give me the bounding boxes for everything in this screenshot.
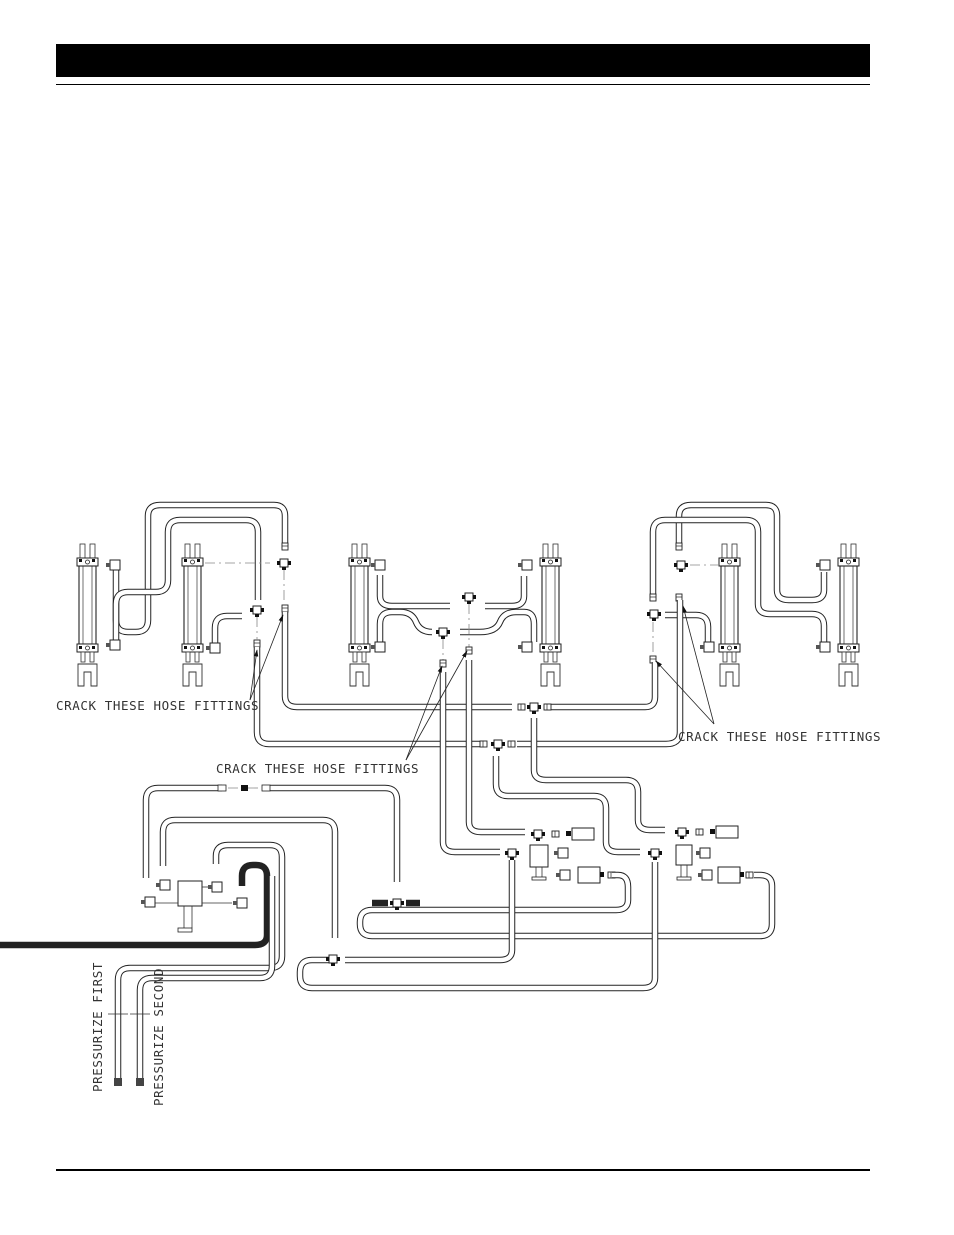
crack-label-center: CRACK THESE HOSE FITTINGS (216, 761, 419, 776)
cylinder-3 (348, 543, 371, 687)
cylinder-4 (539, 543, 562, 687)
center-cylinder-group (348, 543, 562, 687)
right-cylinder-group (646, 501, 860, 687)
header-rule (56, 84, 870, 85)
callout-arrows (249, 605, 715, 761)
cylinder-5 (718, 543, 741, 687)
header-bar (56, 44, 870, 77)
cylinder-6 (837, 543, 860, 687)
valve-cluster-right (296, 825, 754, 992)
cylinder-1 (76, 543, 99, 687)
manifold-lines (253, 600, 684, 856)
supply-line-ends (108, 1013, 150, 1086)
crack-label-right: CRACK THESE HOSE FITTINGS (678, 729, 881, 744)
cylinder-2 (181, 543, 204, 687)
left-cylinder-group (76, 501, 292, 687)
crack-label-left: CRACK THESE HOSE FITTINGS (56, 698, 259, 713)
pressurize-first-label: PRESSURIZE FIRST (90, 962, 105, 1092)
supply-valve-block (0, 784, 420, 1078)
pressurize-second-label: PRESSURIZE SECOND (151, 968, 166, 1106)
valve-cluster-center (345, 827, 776, 964)
footer-rule (56, 1169, 870, 1171)
